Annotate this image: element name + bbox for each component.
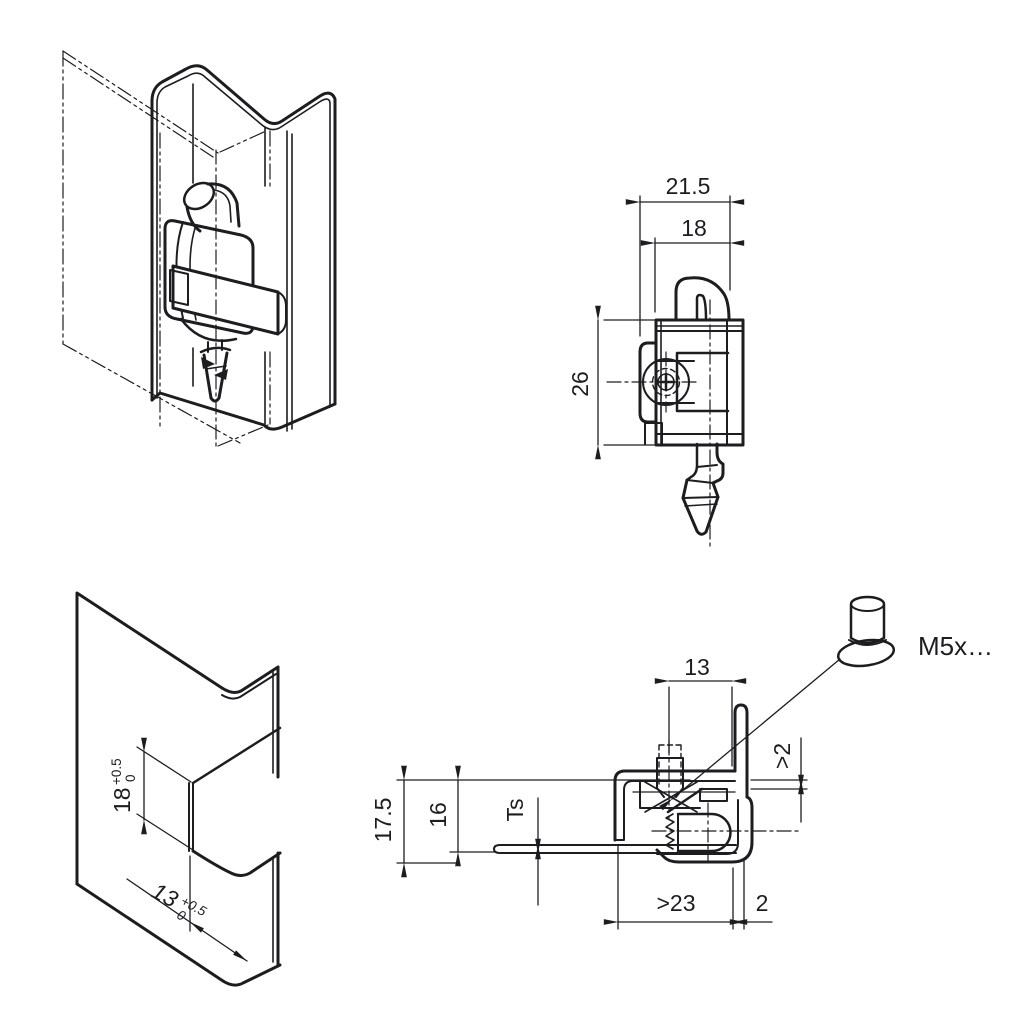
- side-dimensions: 13 >2 17.5 16 Ts >23 2: [370, 654, 804, 930]
- hinge-body-iso: [163, 181, 287, 403]
- view-side-section: 13 >2 17.5 16 Ts >23 2: [370, 595, 993, 930]
- dim-cutout-height: 18 +0.5 0: [109, 758, 138, 813]
- screw-callout: M5x…: [659, 595, 993, 811]
- dim-cutout-height-nominal: 18: [109, 787, 135, 813]
- side-reference-lines: [396, 779, 808, 864]
- dim-inner-height-label: 16: [425, 802, 451, 828]
- front-dimensions: 21.5 18 26: [567, 173, 745, 460]
- view-iso-cutout: 18 +0.5 0 13 +0.5 0: [75, 591, 282, 987]
- dim-edge-gap-label: 2: [756, 890, 769, 916]
- dim-cutout-height-tol-lower: 0: [123, 774, 138, 782]
- dim-screw-offset-label: 13: [684, 654, 710, 680]
- frame-profile: [150, 64, 337, 432]
- phantom-door-panel: [62, 50, 271, 447]
- dim-height-label: 26: [567, 371, 593, 397]
- dim-total-height-label: 17.5: [370, 798, 396, 843]
- screw-size-label: M5x…: [918, 631, 993, 661]
- dim-body-width-label: 18: [681, 215, 707, 241]
- dim-protrusion-label: >2: [769, 743, 795, 769]
- dim-overall-width-label: 21.5: [666, 173, 711, 199]
- dim-cutout-depth: 13 +0.5 0: [148, 877, 210, 924]
- dim-cutout-depth-nominal: 13: [148, 877, 183, 912]
- dim-sheet-thickness-label: Ts: [502, 799, 528, 822]
- cutout-dimensions: 18 +0.5 0 13 +0.5 0: [109, 737, 248, 962]
- panel-outline: [75, 591, 282, 987]
- front-outline: [638, 276, 745, 536]
- view-iso-assembly: [62, 50, 337, 449]
- view-front: 21.5 18 26: [567, 173, 745, 547]
- screw-icon: [836, 595, 896, 668]
- dim-cutout-height-tol-upper: +0.5: [109, 758, 124, 785]
- dim-depth-label: >23: [656, 890, 695, 916]
- side-outline: [493, 703, 754, 864]
- dim-cutout-depth-tol-lower: 0: [174, 907, 188, 924]
- screw-leader-line: [659, 658, 841, 811]
